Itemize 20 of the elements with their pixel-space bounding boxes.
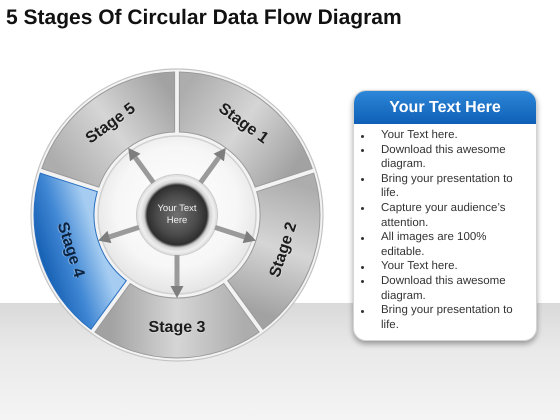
center-label: Your Text Here [156, 203, 198, 227]
arrow [128, 148, 156, 184]
bullet-text: Your Text here. [381, 259, 458, 274]
panel-header: Your Text Here [354, 91, 536, 124]
bullet-text: Capture your audience’s attention. [381, 200, 506, 230]
arrow [170, 255, 184, 298]
bullet-text: Bring your presentation to life. [381, 303, 514, 332]
arrow [214, 224, 256, 244]
text-panel [353, 90, 537, 342]
diagram-title: 5 Stages Of Circular Data Flow Diagram [6, 6, 402, 30]
bullet-text: Download this awesome diagram. [381, 142, 507, 172]
stage-label: Stage 3 [148, 319, 206, 337]
stage-label: Stage 4 [52, 220, 87, 280]
stage-label: Stage 2 [267, 220, 302, 280]
arrow [98, 224, 140, 244]
arrow [198, 148, 226, 184]
bullet-text: Download this awesome diagram. [381, 274, 507, 304]
bullet-text: All images are 100% editable. [381, 230, 488, 260]
bullet-text: Bring your presentation to life. [381, 172, 514, 201]
bullet-text: Your Text here. [381, 128, 458, 143]
